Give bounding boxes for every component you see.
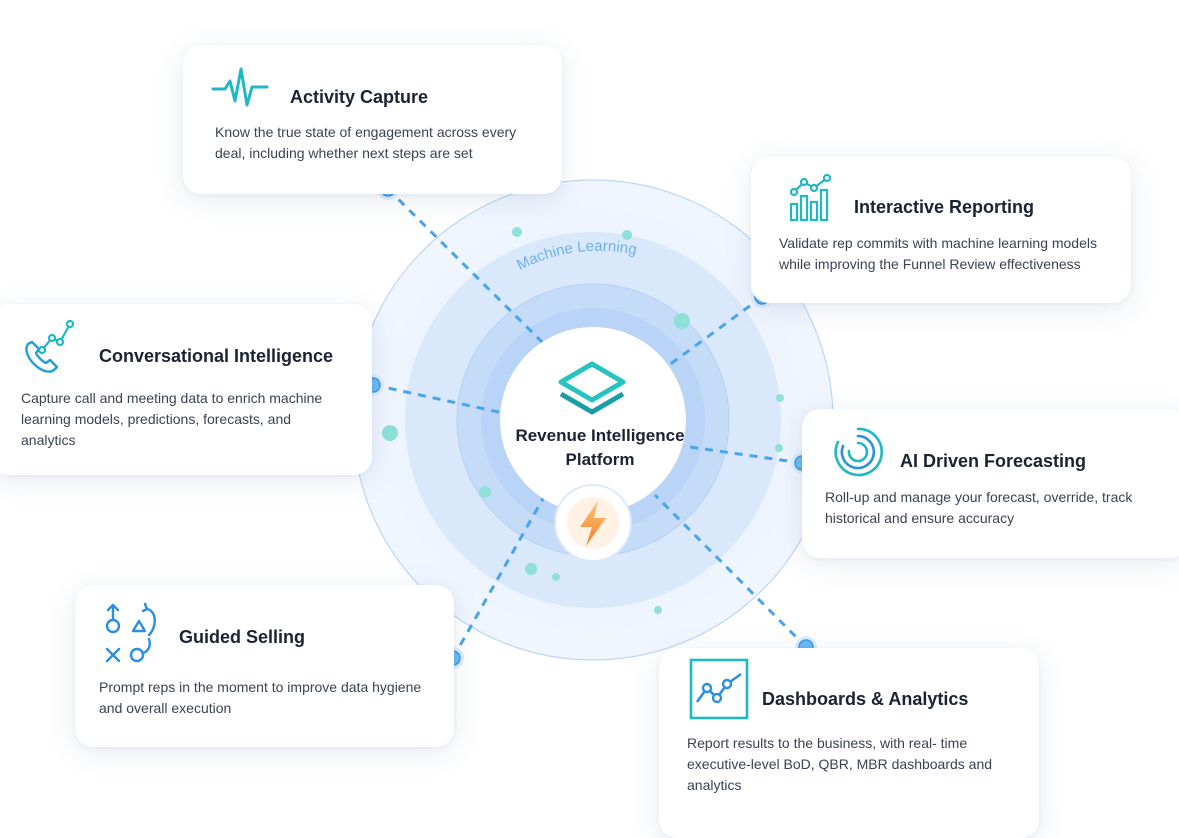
dashboard-line-icon: [689, 658, 749, 720]
connector-activity: [386, 187, 547, 347]
card-description: Roll-up and manage your forecast, overri…: [825, 487, 1132, 529]
description-line: analytics: [21, 432, 76, 448]
bar-line-chart-icon: [789, 174, 832, 222]
platform-title-line: Revenue Intelligence: [515, 426, 685, 445]
card-title: Interactive Reporting: [854, 197, 1035, 217]
rings-graphic: Machine Learning: [352, 178, 834, 669]
layers-logo-icon: [558, 361, 626, 415]
card-description: Report results to the business, with rea…: [687, 733, 992, 796]
card-description: Validate rep commits with machine learni…: [779, 233, 1097, 275]
card-title: AI Driven Forecasting: [900, 451, 1087, 471]
decorative-dots: [382, 227, 784, 614]
revenue-intelligence-diagram: Machine Learning: [0, 45, 1179, 793]
playbook-icon: [105, 602, 156, 663]
card-conversational-intelligence: Conversational Intelligence Capture call…: [0, 304, 372, 475]
description-line: Prompt reps in the moment to improve dat…: [99, 679, 422, 695]
card-ai-driven-forecasting: AI Driven Forecasting Roll-up and manage…: [802, 409, 1179, 558]
card-title: Conversational Intelligence: [99, 346, 334, 366]
description-line: deal, including whether next steps are s…: [215, 145, 473, 161]
card-dashboards-analytics: Dashboards & Analytics Report results to…: [659, 648, 1039, 838]
connector-guided: [451, 494, 547, 659]
description-line: Report results to the business, with rea…: [687, 735, 968, 751]
description-line: while improving the Funnel Review effect…: [779, 256, 1081, 272]
description-line: Know the true state of engagement across…: [215, 124, 517, 140]
description-line: historical and ensure accuracy: [825, 510, 1015, 526]
description-line: Validate rep commits with machine learni…: [779, 235, 1097, 251]
description-line: Capture call and meeting data to enrich …: [21, 390, 323, 406]
card-title: Activity Capture: [290, 87, 429, 107]
connector-dashboards: [653, 493, 808, 649]
card-description: Know the true state of engagement across…: [215, 122, 516, 164]
phone-chart-icon: [25, 319, 75, 373]
card-interactive-reporting: Interactive Reporting Validate rep commi…: [751, 156, 1131, 303]
card-activity-capture: Activity Capture Know the true state of …: [183, 45, 562, 194]
platform-title: Revenue Intelligence Platform: [500, 424, 700, 472]
card-title: Guided Selling: [179, 627, 306, 647]
connector-lines: [373, 187, 808, 659]
description-line: and overall execution: [99, 700, 232, 716]
card-title: Dashboards & Analytics: [762, 689, 969, 709]
connector-reporting: [664, 295, 763, 370]
description-line: learning models, predictions, forecasts,…: [21, 411, 292, 427]
pulse-icon: [211, 67, 269, 107]
description-line: executive-level BoD, QBR, MBR dashboards…: [687, 756, 993, 772]
platform-title-line: Platform: [565, 450, 635, 469]
card-guided-selling: Guided Selling Prompt reps in the moment…: [75, 585, 454, 747]
card-description: Capture call and meeting data to enrich …: [21, 388, 322, 451]
card-description: Prompt reps in the moment to improve dat…: [99, 677, 421, 719]
concentric-arcs-icon: [834, 427, 883, 477]
description-line: analytics: [687, 777, 742, 793]
description-line: Roll-up and manage your forecast, overri…: [825, 489, 1133, 505]
connector-conversational: [373, 383, 504, 415]
connector-forecasting: [682, 444, 803, 465]
center-disc: [500, 327, 686, 513]
lightning-icon: [580, 501, 606, 546]
